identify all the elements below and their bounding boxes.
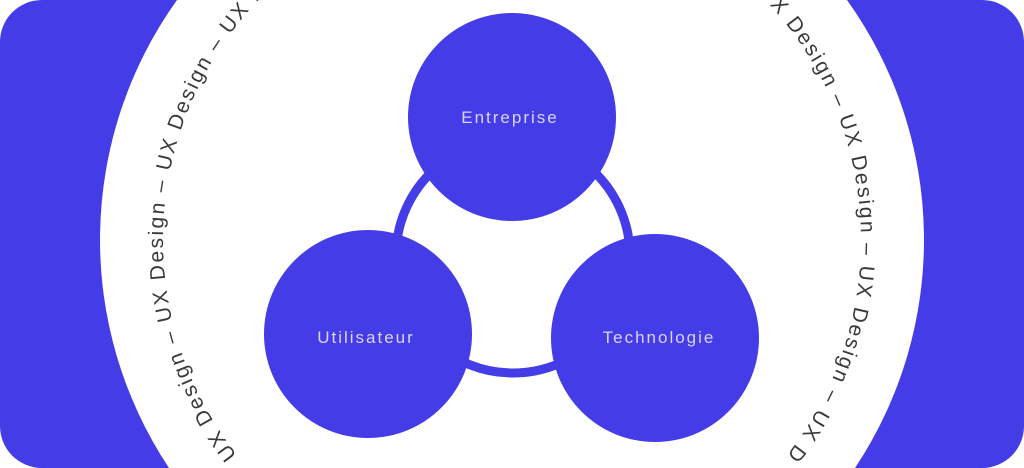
- node-label-utilisateur: Utilisateur: [317, 328, 415, 347]
- node-label-entreprise: Entreprise: [461, 108, 558, 127]
- node-utilisateur: Utilisateur: [264, 230, 472, 438]
- node-technologie: Technologie: [551, 234, 759, 442]
- node-circle: [264, 230, 472, 438]
- node-circle: [408, 13, 616, 221]
- node-entreprise: Entreprise: [408, 13, 616, 221]
- node-label-technologie: Technologie: [603, 328, 716, 347]
- node-circle: [551, 234, 759, 442]
